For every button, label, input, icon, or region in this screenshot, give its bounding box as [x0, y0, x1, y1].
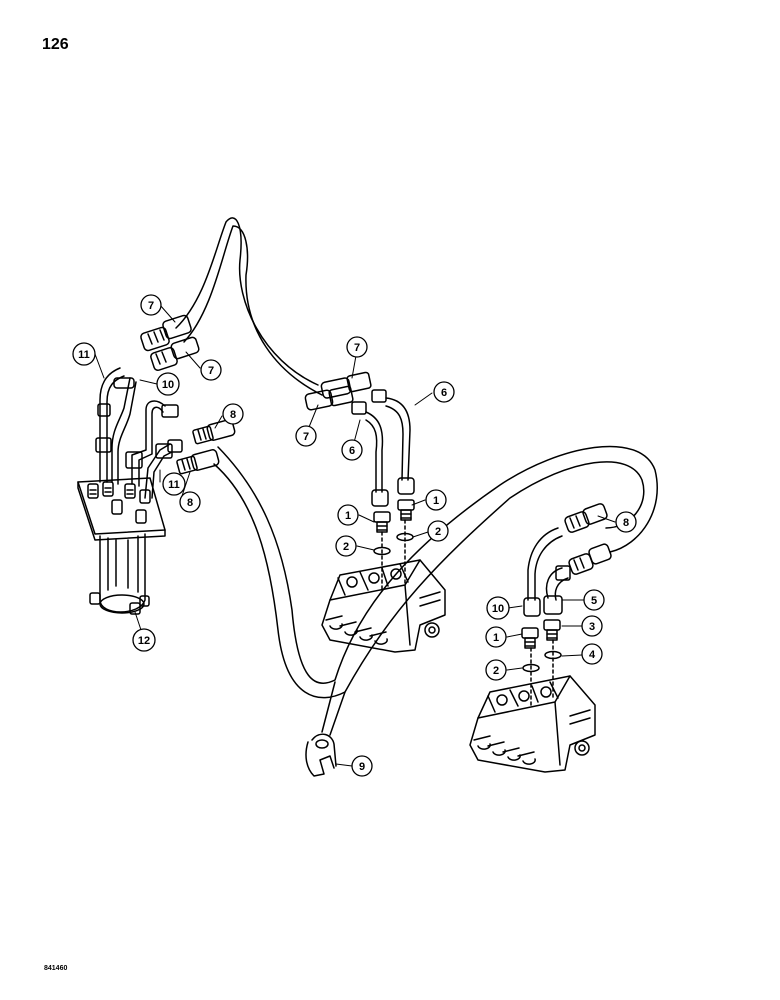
callout-6-a: 6 [433, 381, 455, 403]
callout-2-b: 2 [427, 520, 449, 542]
svg-text:11: 11 [168, 479, 180, 491]
callout-11-b: 11 [162, 472, 186, 496]
adapter-8-upper-left [192, 419, 236, 445]
hose-upper-loop [175, 217, 323, 396]
callout-12: 12 [132, 628, 156, 652]
svg-text:12: 12 [138, 635, 150, 647]
svg-text:10: 10 [162, 379, 174, 391]
callout-6-b: 6 [341, 439, 363, 461]
svg-text:8: 8 [230, 409, 236, 421]
callout-8-c: 8 [615, 511, 637, 533]
svg-text:10: 10 [492, 603, 504, 615]
adapter-7-lower-left [150, 336, 200, 371]
callout-7-a: 7 [140, 294, 162, 316]
callout-10-b: 10 [486, 596, 510, 620]
svg-text:8: 8 [623, 517, 629, 529]
svg-text:1: 1 [433, 495, 439, 507]
callout-2-a: 2 [335, 535, 357, 557]
svg-text:6: 6 [441, 387, 447, 399]
callout-7-b: 7 [200, 359, 222, 381]
fittings-right [521, 619, 561, 649]
callout-3: 3 [581, 615, 603, 637]
callout-5: 5 [583, 589, 605, 611]
svg-text:11: 11 [78, 349, 90, 361]
svg-text:8: 8 [187, 497, 193, 509]
callout-1-a: 1 [337, 504, 359, 526]
adapter-7-upper-left [140, 314, 192, 352]
callout-11-a: 11 [72, 342, 96, 366]
callout-8-a: 8 [222, 403, 244, 425]
svg-text:7: 7 [303, 431, 309, 443]
callout-10-a: 10 [156, 372, 180, 396]
orings-2-center [373, 532, 414, 556]
alignment-lines-right [530, 639, 554, 709]
tube-11-lower [144, 439, 183, 499]
svg-text:3: 3 [589, 621, 595, 633]
svg-text:7: 7 [208, 365, 214, 377]
tube-11-upper [95, 367, 125, 483]
orings-right [522, 650, 562, 673]
callout-2-c: 2 [485, 659, 507, 681]
page-number: 126 [42, 36, 69, 53]
svg-text:1: 1 [493, 632, 499, 644]
tube-10-middle [125, 400, 179, 487]
svg-text:1: 1 [345, 510, 351, 522]
svg-text:2: 2 [435, 526, 441, 538]
svg-text:9: 9 [359, 761, 365, 773]
hose-clip-9 [305, 733, 337, 777]
callout-4: 4 [581, 643, 603, 665]
callout-9: 9 [351, 755, 373, 777]
callout-1-b: 1 [425, 489, 447, 511]
control-valve-2 [469, 675, 596, 773]
svg-text:2: 2 [493, 665, 499, 677]
adapter-8-right [564, 503, 612, 575]
callout-7-d: 7 [295, 425, 317, 447]
callout-7-c: 7 [346, 336, 368, 358]
figure-code: 841460 [44, 965, 68, 972]
svg-text:5: 5 [591, 595, 597, 607]
control-valve-1 [321, 559, 446, 653]
fittings-1-center [373, 499, 415, 533]
filter-housing-assembly [77, 477, 166, 615]
tubes-6 [365, 397, 415, 507]
adapter-8-lower-left [176, 449, 220, 475]
callout-bubbles: 7 7 11 10 8 11 8 12 7 6 7 6 1 1 2 2 8 10… [72, 294, 637, 777]
svg-text:7: 7 [148, 300, 154, 312]
svg-text:2: 2 [343, 541, 349, 553]
callout-1-c: 1 [485, 626, 507, 648]
tube-10-right [523, 527, 563, 617]
tube-10-upper [111, 377, 137, 485]
clip-leg-lines [321, 681, 346, 736]
elbow-5 [543, 565, 571, 615]
svg-text:7: 7 [354, 342, 360, 354]
adapter-7-lower-center [304, 385, 367, 415]
svg-text:6: 6 [349, 445, 355, 457]
svg-text:4: 4 [589, 649, 596, 661]
callout-8-b: 8 [179, 491, 201, 513]
